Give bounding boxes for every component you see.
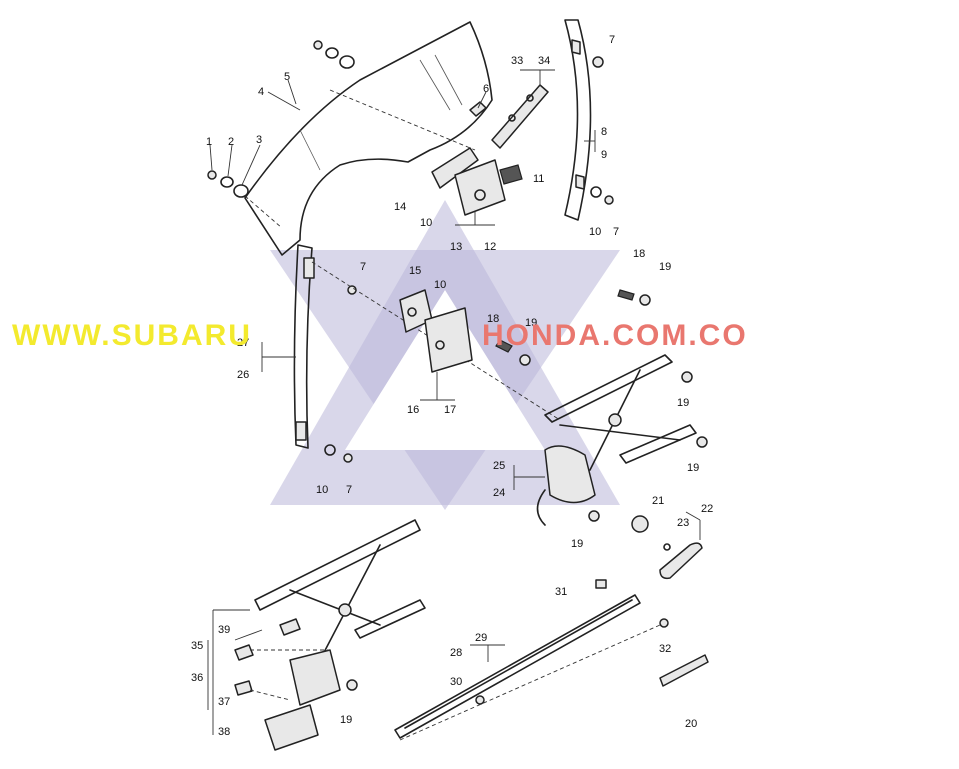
callout-19-right: 19 bbox=[659, 261, 671, 273]
callout-6: 6 bbox=[483, 83, 489, 95]
callout-38: 38 bbox=[218, 726, 230, 738]
callout-4: 4 bbox=[258, 86, 264, 98]
callout-17: 17 bbox=[444, 404, 456, 416]
callout-7-low: 7 bbox=[346, 484, 352, 496]
callout-12: 12 bbox=[484, 241, 496, 253]
callout-14: 14 bbox=[394, 201, 406, 213]
bracket-plate bbox=[491, 84, 549, 149]
callout-7-mid: 7 bbox=[360, 261, 366, 273]
callout-9: 9 bbox=[601, 149, 607, 161]
callout-1: 1 bbox=[206, 136, 212, 148]
bolt-7-top bbox=[592, 56, 604, 68]
watermark-text-part2: HONDA.COM.CO bbox=[482, 319, 748, 352]
glass-clip bbox=[469, 101, 487, 117]
callout-39: 39 bbox=[218, 624, 230, 636]
callout-28: 28 bbox=[450, 647, 462, 659]
callout-37: 37 bbox=[218, 696, 230, 708]
bolt-19-a bbox=[681, 371, 693, 383]
callout-36: 36 bbox=[191, 672, 203, 684]
callout-19-reg-c: 19 bbox=[571, 538, 583, 550]
glass-washers-left bbox=[207, 170, 283, 229]
callout-31: 31 bbox=[555, 586, 567, 598]
callout-15: 15 bbox=[409, 265, 421, 277]
clip-31 bbox=[595, 579, 607, 589]
callout-labels: 1 2 3 4 5 6 7 8 9 7 10 11 14 10 13 12 7 … bbox=[191, 34, 713, 738]
callout-20: 20 bbox=[685, 718, 697, 730]
rear-glass-channel bbox=[564, 19, 592, 221]
callout-18-right: 18 bbox=[633, 248, 645, 260]
callout-13: 13 bbox=[450, 241, 462, 253]
callout-5: 5 bbox=[284, 71, 290, 83]
callout-23: 23 bbox=[677, 517, 689, 529]
knob-21 bbox=[631, 515, 649, 533]
glass-holder-lower bbox=[399, 289, 473, 373]
callout-7-top: 7 bbox=[609, 34, 615, 46]
callout-22: 22 bbox=[701, 503, 713, 515]
callout-16: 16 bbox=[407, 404, 419, 416]
window-crank-handle bbox=[659, 542, 703, 580]
callout-27: 27 bbox=[237, 337, 249, 349]
lower-window-regulator bbox=[234, 519, 426, 751]
bolt-7-mid bbox=[347, 285, 357, 295]
callout-33: 33 bbox=[511, 55, 523, 67]
url-watermark: WWW.SUBARU HONDA.COM.CO bbox=[12, 319, 748, 352]
callout-24: 24 bbox=[493, 487, 505, 499]
bolt-7-low bbox=[343, 453, 353, 463]
callout-26: 26 bbox=[237, 369, 249, 381]
callout-11: 11 bbox=[533, 173, 544, 185]
callout-2: 2 bbox=[228, 136, 234, 148]
front-glass-channel bbox=[293, 244, 315, 449]
callout-3: 3 bbox=[256, 134, 262, 146]
callout-25: 25 bbox=[493, 460, 505, 472]
washer-10-right bbox=[590, 186, 602, 198]
callout-19-reg-b: 19 bbox=[687, 462, 699, 474]
callout-19-mid: 19 bbox=[525, 317, 537, 329]
star-inner-hole bbox=[345, 290, 545, 450]
upper-window-regulator bbox=[536, 354, 697, 526]
callout-8: 8 bbox=[601, 126, 607, 138]
glass-washers-top bbox=[313, 40, 355, 69]
callout-10-right: 10 bbox=[589, 226, 601, 238]
callout-35: 35 bbox=[191, 640, 203, 652]
callout-10-low: 10 bbox=[316, 484, 328, 496]
glass-holder-bracket bbox=[431, 147, 523, 216]
callout-34: 34 bbox=[538, 55, 550, 67]
bolt-set-right bbox=[617, 289, 651, 306]
callout-10-mid: 10 bbox=[420, 217, 432, 229]
callout-29: 29 bbox=[475, 632, 487, 644]
leader-lines bbox=[207, 69, 701, 735]
door-glass bbox=[244, 21, 493, 256]
bolt-7-right bbox=[604, 195, 614, 205]
bolt-19-c bbox=[588, 510, 600, 522]
washer-10-low bbox=[324, 444, 336, 456]
lower-glass-rail bbox=[394, 594, 661, 741]
bolt-19-d bbox=[346, 679, 358, 691]
trim-strip-20 bbox=[659, 654, 709, 687]
callout-10-lower: 10 bbox=[434, 279, 446, 291]
screw-32 bbox=[659, 618, 669, 628]
callout-7-right: 7 bbox=[613, 226, 619, 238]
bolt-19-b bbox=[696, 436, 708, 448]
callout-32: 32 bbox=[659, 643, 671, 655]
watermark-text-part1: WWW.SUBARU bbox=[12, 319, 252, 352]
bolt-set-mid bbox=[495, 339, 531, 366]
callout-21: 21 bbox=[652, 495, 664, 507]
callout-19-lower: 19 bbox=[340, 714, 352, 726]
callout-30: 30 bbox=[450, 676, 462, 688]
callout-19-reg-a: 19 bbox=[677, 397, 689, 409]
callout-18-mid: 18 bbox=[487, 313, 499, 325]
